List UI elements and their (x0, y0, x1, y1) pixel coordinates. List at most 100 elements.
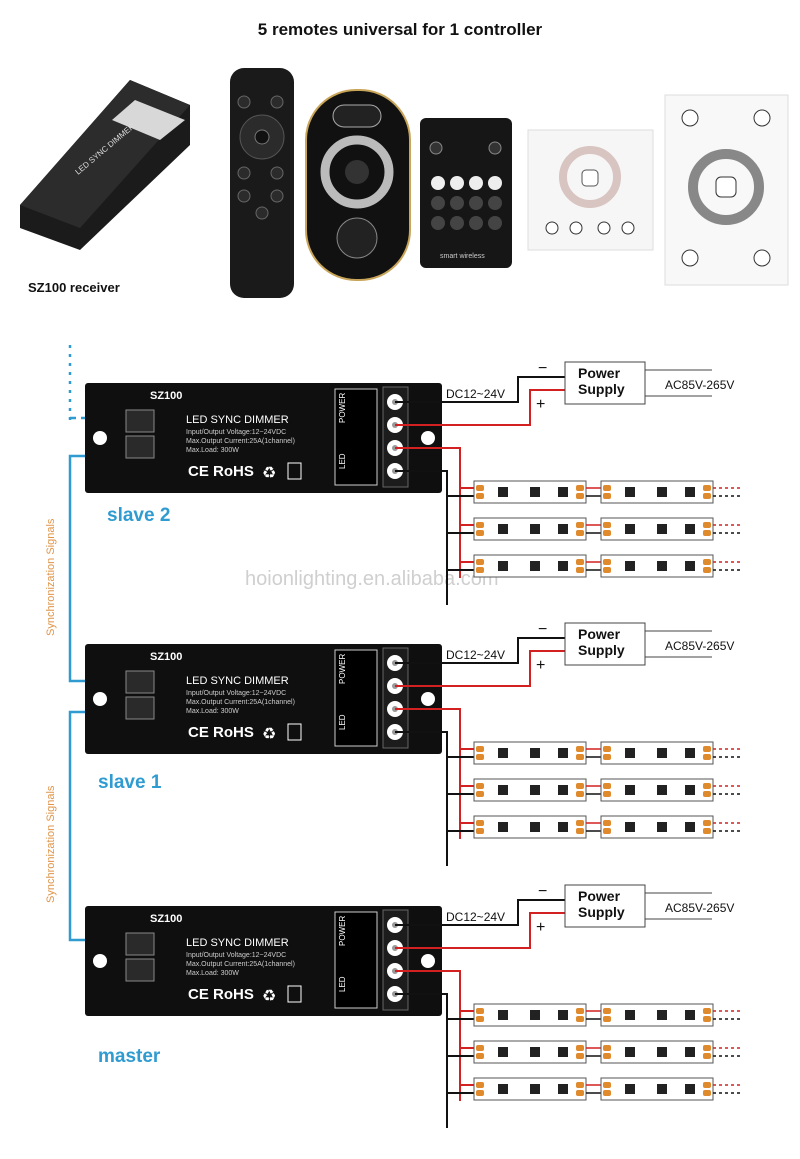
strip-pad (603, 828, 611, 834)
receiver-photo: LED SYNC DIMMER (20, 80, 190, 250)
controller-cert: CE RoHS (188, 986, 254, 1003)
mount-hole (93, 954, 107, 968)
plus-sign: + (536, 657, 545, 674)
led-chip (558, 1010, 568, 1020)
remote-1-button (237, 166, 251, 180)
led-chip (558, 487, 568, 497)
strip-pad (603, 754, 611, 760)
wall-panel-2-key (681, 249, 699, 267)
page-title: 5 remotes universal for 1 controller (257, 20, 543, 39)
remote-3-off-button (488, 141, 502, 155)
strip-pad (476, 493, 484, 499)
strip-pad (476, 1053, 484, 1059)
wall-panel-1-key (597, 221, 611, 235)
strip-pad (603, 1090, 611, 1096)
led-chip (685, 1010, 695, 1020)
strip-pad (576, 1008, 584, 1014)
remote-3-key (488, 216, 502, 230)
wall-panel-2-key (753, 109, 771, 127)
power-supply-line1: Power (578, 626, 621, 642)
mount-hole (93, 431, 107, 445)
wall-panel-1-key (545, 221, 559, 235)
led-chip (530, 785, 540, 795)
rj45-port (125, 696, 155, 720)
led-chip (625, 822, 635, 832)
led-chip (685, 487, 695, 497)
remote-3-key (450, 196, 464, 210)
strip-pad (576, 1082, 584, 1088)
rj45-port (125, 435, 155, 459)
terminal-label-panel (334, 649, 378, 747)
led-plus-wire (395, 447, 461, 578)
terminal-power-label: POWER (338, 393, 347, 423)
led-chip (685, 524, 695, 534)
strip-pad (476, 1082, 484, 1088)
led-chip (498, 1010, 508, 1020)
minus-sign: − (538, 360, 547, 377)
strip-pad (576, 1053, 584, 1059)
dc-label: DC12~24V (446, 910, 505, 924)
strip-pad (603, 1053, 611, 1059)
terminal-label-panel (334, 911, 378, 1009)
remote-1-button (237, 189, 251, 203)
rj45-port (125, 932, 155, 956)
strip-pad (703, 567, 711, 573)
strip-pad (576, 746, 584, 752)
ac-label: AC85V-265V (665, 901, 734, 915)
strip-pad (576, 1045, 584, 1051)
led-chip (625, 1047, 635, 1057)
power-supply-line2: Supply (578, 381, 625, 397)
led-chip (657, 822, 667, 832)
led-chip (657, 1084, 667, 1094)
strip-pad (603, 522, 611, 528)
strip-pad (476, 1008, 484, 1014)
strip-pad (703, 746, 711, 752)
led-chip (498, 1084, 508, 1094)
led-chip (558, 561, 568, 571)
strip-pad (476, 820, 484, 826)
led-chip (657, 1047, 667, 1057)
led-chip (558, 1084, 568, 1094)
weee-icon (287, 462, 302, 480)
strip-pad (703, 791, 711, 797)
strip-pad (703, 754, 711, 760)
wall-panel-1-center (581, 169, 599, 187)
led-chip (530, 524, 540, 534)
controller-model: SZ100 (150, 390, 182, 402)
weee-icon (287, 985, 302, 1003)
wall-panel-2-key (753, 249, 771, 267)
strip-pad (576, 828, 584, 834)
strip-pad (703, 530, 711, 536)
controller-spec: Max.Load: 300W (186, 708, 239, 715)
led-minus-wire (395, 731, 448, 866)
led-chip (625, 1010, 635, 1020)
led-chip (530, 822, 540, 832)
weee-icon (287, 723, 302, 741)
remote-3-key (431, 216, 445, 230)
remote-3-body (420, 118, 512, 268)
mount-hole (421, 954, 435, 968)
role-label-master: master (98, 1046, 161, 1067)
strip-pad (703, 783, 711, 789)
led-chip (657, 561, 667, 571)
strip-pad (576, 567, 584, 573)
led-chip (625, 487, 635, 497)
controller-model: SZ100 (150, 651, 182, 663)
strip-pad (476, 1090, 484, 1096)
wall-panel-1-ring (559, 146, 621, 208)
led-chip (657, 524, 667, 534)
led-chip (530, 1084, 540, 1094)
led-chip (685, 561, 695, 571)
led-chip (558, 822, 568, 832)
strip-pad (603, 1016, 611, 1022)
led-chip (685, 1084, 695, 1094)
strip-pad (576, 1016, 584, 1022)
strip-pad (703, 1045, 711, 1051)
strip-pad (476, 559, 484, 565)
watermark: hoionlighting.en.alibaba.com (245, 568, 499, 590)
strip-pad (703, 1016, 711, 1022)
receiver-label: SZ100 receiver (28, 280, 120, 295)
strip-pad (703, 1053, 711, 1059)
strip-pad (603, 783, 611, 789)
